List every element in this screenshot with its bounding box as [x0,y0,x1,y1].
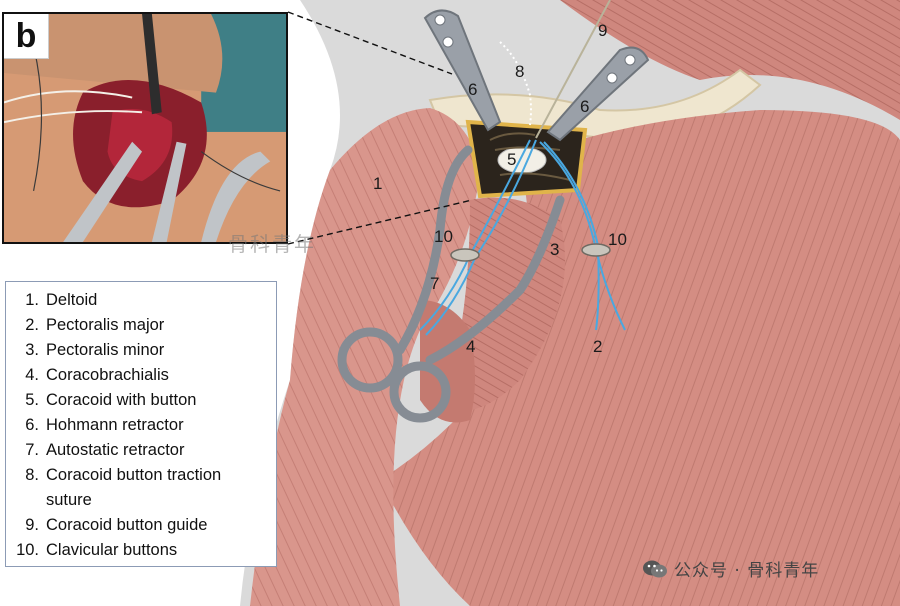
wechat-icon [643,560,667,577]
inset-connector-bottom [287,199,473,245]
clavicular-button-right [581,243,611,257]
legend-text: Autostatic retractor [46,441,185,459]
callout-coracobrachialis: 4 [466,337,475,356]
panel-label: b [15,17,37,55]
legend-number: 10. [16,541,39,559]
legend-text: Deltoid [46,291,98,309]
legend-item: 6. Hohmann retractor [14,413,268,438]
callout-pectoralis-minor: 3 [550,240,559,259]
legend-item: 10. Clavicular buttons [14,538,268,563]
legend-number: 9. [25,516,39,534]
deltoid-muscle [250,108,480,606]
coracoid-process [497,146,547,174]
legend-text: Pectoralis minor [46,341,165,359]
hohmann-retractor-left [423,9,502,132]
callout-button-guide: 9 [598,21,607,40]
legend-text: Coracoid button traction suture [46,466,222,509]
legend-text: Coracoid button guide [46,516,208,534]
legend-text: Clavicular buttons [46,541,178,559]
callout-clavicular-button-left: 10 [434,227,453,246]
callout-deltoid: 1 [373,174,382,193]
callout-clavicular-button-right: 10 [608,230,627,249]
legend-number: 2. [25,316,39,334]
legend-number: 4. [25,366,39,384]
coracoid-button-guide [535,0,611,139]
callout-pectoralis-major: 2 [593,337,602,356]
legend-number: 6. [25,416,39,434]
legend-item: 1. Deltoid [14,288,268,313]
legend-item: 7. Autostatic retractor [14,438,268,463]
legend-item: 3. Pectoralis minor [14,338,268,363]
legend-item: 8. Coracoid button traction suture [14,463,268,513]
legend-item: 9. Coracoid button guide [14,513,268,538]
watermark-text: 公众号 · 骨科青年 [674,561,820,581]
callout-traction-suture: 8 [515,62,524,81]
callout-hohmann-right: 6 [580,97,589,116]
legend-text: Pectoralis major [46,316,165,334]
wechat-watermark: 公众号 · 骨科青年 [642,556,819,581]
legend-number: 3. [25,341,39,359]
callout-coracoid: 5 [507,150,516,169]
traction-suture [499,41,532,126]
legend-text: Hohmann retractor [46,416,184,434]
coracobrachialis-muscle [420,300,475,423]
panel-label-badge: b [4,14,49,59]
hohmann-retractor-right [546,46,650,142]
callout-autostatic-retractor: 7 [430,274,439,293]
clavicular-button-left [450,248,480,262]
legend-number: 8. [25,466,39,484]
legend-item: 2. Pectoralis major [14,313,268,338]
callout-hohmann-left: 6 [468,80,477,99]
trapezius-muscle [560,0,900,120]
figure-legend: 1. Deltoid 2. Pectoralis major 3. Pectorali… [5,281,277,567]
legend-item: 5. Coracoid with button [14,388,268,413]
coracoid-texture [489,132,571,181]
autostatic-retractor [337,145,565,423]
intraoperative-photo-inset: b [2,12,288,244]
legend-number: 1. [25,291,39,309]
legend-item: 4. Coracobrachialis [14,363,268,388]
legend-number: 7. [25,441,39,459]
pectoralis-major-muscle [380,110,900,606]
legend-list: 1. Deltoid 2. Pectoralis major 3. Pectorali… [14,288,268,563]
faint-watermark: 骨科青年 [228,232,316,256]
legend-text: Coracobrachialis [46,366,169,384]
legend-number: 5. [25,391,39,409]
legend-text: Coracoid with button [46,391,197,409]
intraoperative-photo [4,14,286,242]
